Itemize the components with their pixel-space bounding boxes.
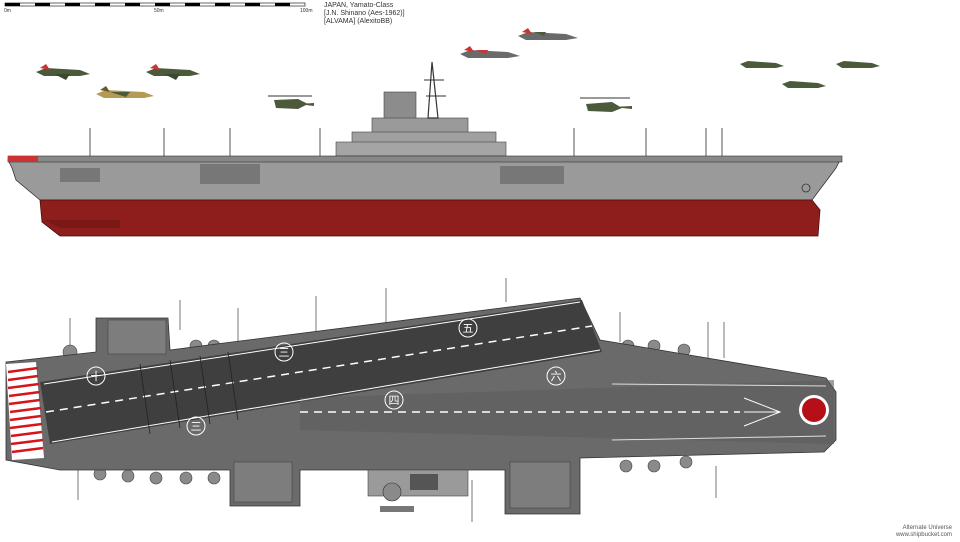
deck-elevators	[107, 319, 571, 509]
aircraft-icon	[146, 64, 200, 80]
deck-number-5: 六	[551, 370, 562, 383]
scale-mid-label: 50m	[154, 8, 164, 14]
aircraft-icon	[96, 86, 154, 98]
aircraft-icon	[836, 61, 880, 68]
aircraft-icon	[740, 61, 784, 68]
deck-number-2: 三	[279, 346, 290, 359]
aircraft-icon	[518, 28, 578, 40]
deck-number-6: 三	[191, 420, 202, 433]
helicopter-icon	[580, 97, 632, 112]
credit-line-2: www.shipbucket.com	[895, 532, 952, 538]
deck-numbers: 十 三 五 四 六 三	[86, 318, 566, 436]
stern-stripes	[6, 362, 44, 460]
header-line-1: JAPAN, Yamato-Class	[324, 2, 394, 9]
island-top	[367, 469, 469, 512]
island-superstructure	[335, 61, 507, 157]
header-line-3: [ALVAMA] (AlexitoBB)	[324, 18, 393, 25]
credit-line-1: Alternate Universe	[902, 525, 952, 531]
deck-number-1: 十	[91, 369, 102, 383]
deck-number-3: 五	[463, 322, 474, 335]
angled-deck-runway	[40, 300, 602, 444]
side-profile-view	[7, 28, 880, 237]
scale-end-label: 100m	[300, 8, 313, 14]
aircraft-icon	[36, 64, 90, 80]
helicopter-icon	[268, 95, 314, 109]
hull-lower-red	[39, 199, 821, 237]
aircraft-icon	[782, 81, 826, 88]
deck-antennas	[89, 128, 723, 158]
hull-detail-bays	[60, 164, 564, 184]
scale-bar	[4, 2, 306, 7]
credit-text: Alternate Universe www.shipbucket.com	[896, 525, 952, 539]
header-line-2: [J.N. Shinano (Aes-1962)]	[324, 10, 405, 17]
sheet-header: JAPAN, Yamato-Class[J.N. Shinano (Aes-19…	[324, 2, 405, 26]
scale-start-label: 0m	[4, 8, 11, 14]
aircraft-icon	[460, 46, 520, 58]
anchor-icon	[801, 183, 811, 193]
deck-number-4: 四	[389, 394, 400, 407]
